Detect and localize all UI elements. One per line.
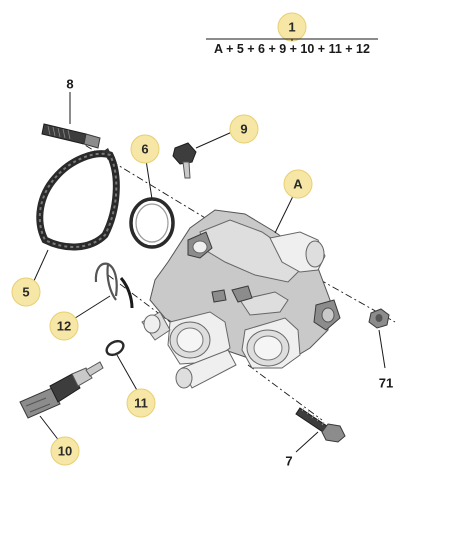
clip-part-12 bbox=[94, 262, 134, 309]
callout-11: 11 bbox=[126, 388, 156, 418]
thermostat-housing-part-A bbox=[141, 209, 341, 389]
svg-text:10: 10 bbox=[58, 444, 72, 459]
svg-text:11: 11 bbox=[134, 396, 148, 411]
stud-part-8 bbox=[41, 123, 101, 149]
label-71: 71 bbox=[379, 376, 393, 391]
callout-5: 5 bbox=[11, 277, 41, 307]
callout-A: A bbox=[283, 169, 313, 199]
assembly-callout-number: 1 bbox=[288, 20, 295, 35]
callout-6: 6 bbox=[130, 134, 160, 164]
callout-10: 10 bbox=[50, 436, 80, 466]
svg-text:9: 9 bbox=[240, 122, 247, 137]
axis-line-gasket bbox=[59, 129, 226, 231]
svg-text:12: 12 bbox=[57, 319, 71, 334]
nut-part-71 bbox=[368, 308, 390, 329]
gasket-part-5 bbox=[36, 148, 120, 251]
axis-line-bolt bbox=[247, 364, 323, 421]
assembly-callout: 1 A + 5 + 6 + 9 + 10 + 11 + 12 bbox=[206, 12, 378, 56]
connector-sensor-part-10 bbox=[19, 361, 104, 419]
svg-text:5: 5 bbox=[22, 285, 29, 300]
label-8: 8 bbox=[66, 77, 73, 92]
svg-text:A: A bbox=[293, 177, 303, 192]
sensor-part-9 bbox=[172, 142, 197, 179]
bolt-part-7 bbox=[295, 407, 346, 443]
svg-text:6: 6 bbox=[141, 142, 148, 157]
o-ring-part-6 bbox=[129, 197, 175, 249]
assembly-formula: A + 5 + 6 + 9 + 10 + 11 + 12 bbox=[214, 42, 370, 56]
callout-9: 9 bbox=[229, 114, 259, 144]
label-7: 7 bbox=[285, 454, 292, 469]
seal-part-11 bbox=[105, 339, 125, 357]
callout-12: 12 bbox=[49, 311, 79, 341]
